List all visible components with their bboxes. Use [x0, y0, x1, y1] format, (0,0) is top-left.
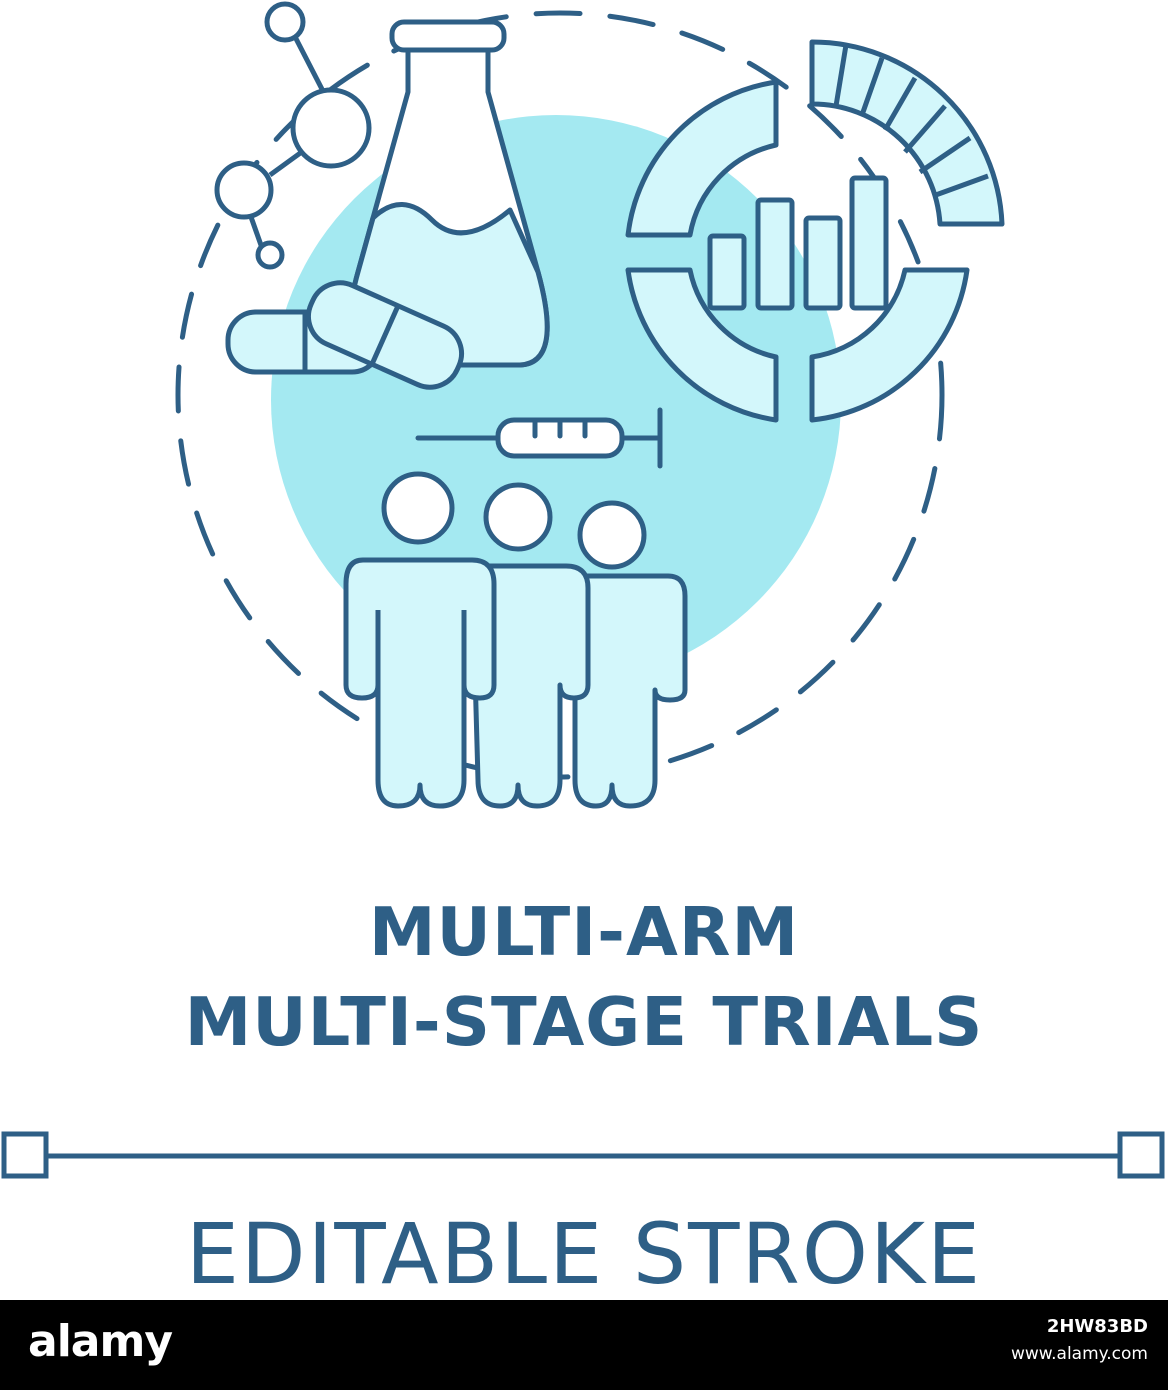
bar-chart-icon [707, 175, 889, 311]
editable-stroke-label: EDITABLE STROKE [185, 1205, 983, 1303]
left-handle-icon [1, 1131, 49, 1179]
watermark-footer: alamy 2HW83BD www.alamy.com [0, 1300, 1168, 1390]
pills-icon [225, 280, 464, 390]
donut-chart-icon [625, 39, 1005, 423]
syringe-icon [415, 407, 663, 469]
footer-meta: 2HW83BD www.alamy.com [1011, 1314, 1148, 1368]
caption-line-1: MULTI-ARM [368, 893, 800, 971]
people-group-icon [343, 471, 688, 809]
site-url: www.alamy.com [1010, 1344, 1148, 1364]
brand-logo: alamy [28, 1316, 173, 1367]
image-id: 2HW83BD [1046, 1316, 1148, 1337]
caption-line-2: MULTI-STAGE TRIALS [184, 983, 984, 1061]
editable-stroke-line-icon [1, 1131, 1165, 1179]
molecule-icon [214, 1, 372, 270]
right-handle-icon [1117, 1131, 1165, 1179]
concept-icon [175, 1, 1005, 809]
